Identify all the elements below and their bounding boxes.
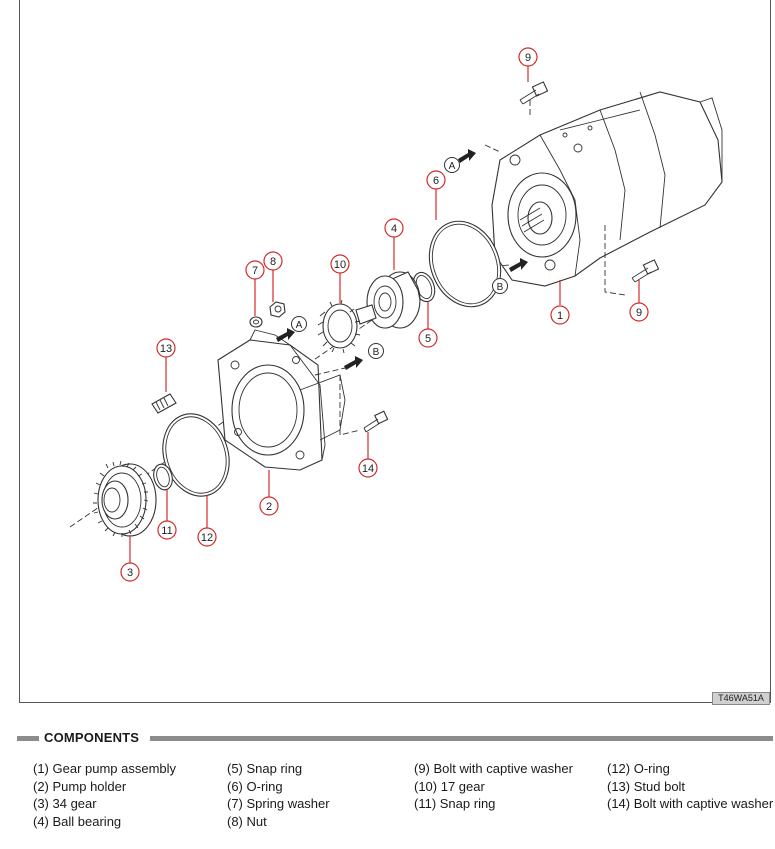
arrow-a-top — [458, 149, 476, 163]
svg-text:B: B — [497, 282, 504, 293]
callout-4: 4 — [384, 218, 404, 238]
header-bar-left — [17, 736, 39, 741]
component-item: (1) Gear pump assembly — [33, 761, 177, 776]
arrow-b-top — [509, 258, 528, 272]
component-item: (12) O-ring — [607, 761, 670, 776]
svg-text:12: 12 — [201, 532, 213, 544]
bolt-top — [519, 81, 549, 105]
ref-letter-a-top: A — [444, 157, 460, 173]
callout-1: 1 — [550, 305, 570, 325]
figure-frame — [19, 0, 771, 703]
component-item: (14) Bolt with captive washer — [607, 796, 774, 812]
svg-text:7: 7 — [252, 265, 258, 277]
o-ring-12 — [162, 413, 230, 497]
component-item: (3) 34 gear — [33, 796, 97, 812]
callout-13: 13 — [156, 338, 176, 358]
svg-text:10: 10 — [334, 259, 346, 271]
pump-holder — [217, 329, 346, 471]
stud-bolt — [151, 393, 177, 414]
svg-text:9: 9 — [525, 52, 531, 64]
guide-line — [339, 375, 361, 436]
o-ring-6 — [428, 220, 502, 308]
callout-14: 14 — [358, 458, 378, 478]
ref-letter-a-holder: A — [291, 316, 307, 332]
component-item: (6) O-ring — [227, 778, 283, 794]
component-item: (2) Pump holder — [33, 778, 127, 794]
callout-3: 3 — [120, 562, 140, 582]
components-column-1: (1) Gear pump assembly (2) Pump holder (… — [33, 760, 176, 831]
svg-text:11: 11 — [161, 525, 172, 537]
callout-6: 6 — [426, 170, 446, 190]
svg-text:9: 9 — [636, 307, 642, 319]
svg-text:3: 3 — [127, 567, 133, 579]
svg-text:B: B — [373, 347, 380, 358]
svg-text:1: 1 — [557, 310, 563, 322]
callout-9-top: 9 — [518, 47, 538, 67]
arrow-b-holder — [344, 356, 363, 370]
spring-washer — [249, 316, 263, 328]
components-header: COMPONENTS — [17, 730, 773, 746]
callout-7: 7 — [245, 260, 265, 280]
gear-pump-assembly — [491, 91, 723, 287]
header-bar-right — [150, 736, 773, 741]
bolt-14 — [363, 410, 389, 433]
figure-code-label: T46WA51A — [712, 692, 770, 705]
ball-bearing — [366, 271, 421, 329]
component-item: (5) Snap ring — [227, 761, 303, 776]
component-item: (4) Ball bearing — [33, 814, 122, 830]
components-column-2: (5) Snap ring (6) O-ring (7) Spring wash… — [227, 760, 330, 831]
component-item: (10) 17 gear — [414, 778, 485, 794]
components-title: COMPONENTS — [44, 730, 140, 745]
callout-2: 2 — [259, 496, 279, 516]
component-item: (7) Spring washer — [227, 796, 330, 812]
callout-11: 11 — [157, 520, 177, 540]
component-item: (13) Stud bolt — [607, 778, 686, 794]
svg-text:5: 5 — [425, 333, 431, 345]
component-item: (11) Snap ring — [414, 796, 496, 812]
svg-text:4: 4 — [391, 223, 397, 235]
svg-text:2: 2 — [266, 501, 272, 513]
svg-text:A: A — [449, 161, 456, 172]
components-column-4: (12) O-ring (13) Stud bolt (14) Bolt wit… — [607, 760, 773, 813]
component-item: (8) Nut — [227, 814, 267, 830]
svg-text:6: 6 — [433, 175, 439, 187]
guide-line — [484, 144, 501, 153]
gear-17 — [317, 299, 377, 354]
svg-text:8: 8 — [270, 256, 276, 268]
components-column-3: (9) Bolt with captive washer (10) 17 gea… — [414, 760, 573, 813]
guide-line — [604, 225, 626, 296]
svg-text:A: A — [296, 320, 303, 331]
callout-5: 5 — [418, 328, 438, 348]
ref-letter-b-top: B — [492, 278, 508, 294]
exploded-view-drawing: A B A B 1 2 3 4 5 6 7 8 9 9 10 11 12 13 … — [69, 47, 723, 582]
component-item: (9) Bolt with captive washer — [414, 761, 573, 776]
callout-9-right: 9 — [629, 302, 649, 322]
gear-34 — [93, 460, 157, 537]
svg-text:13: 13 — [160, 343, 172, 355]
snap-ring-11 — [153, 463, 173, 491]
arrow-a-holder — [276, 328, 295, 342]
callout-10: 10 — [330, 254, 350, 274]
callout-12: 12 — [197, 527, 217, 547]
bolt-right — [631, 259, 660, 283]
ref-letter-b-holder: B — [368, 343, 384, 359]
callout-8: 8 — [263, 251, 283, 271]
svg-text:14: 14 — [362, 463, 374, 475]
guide-line — [314, 367, 346, 376]
nut — [269, 301, 286, 318]
